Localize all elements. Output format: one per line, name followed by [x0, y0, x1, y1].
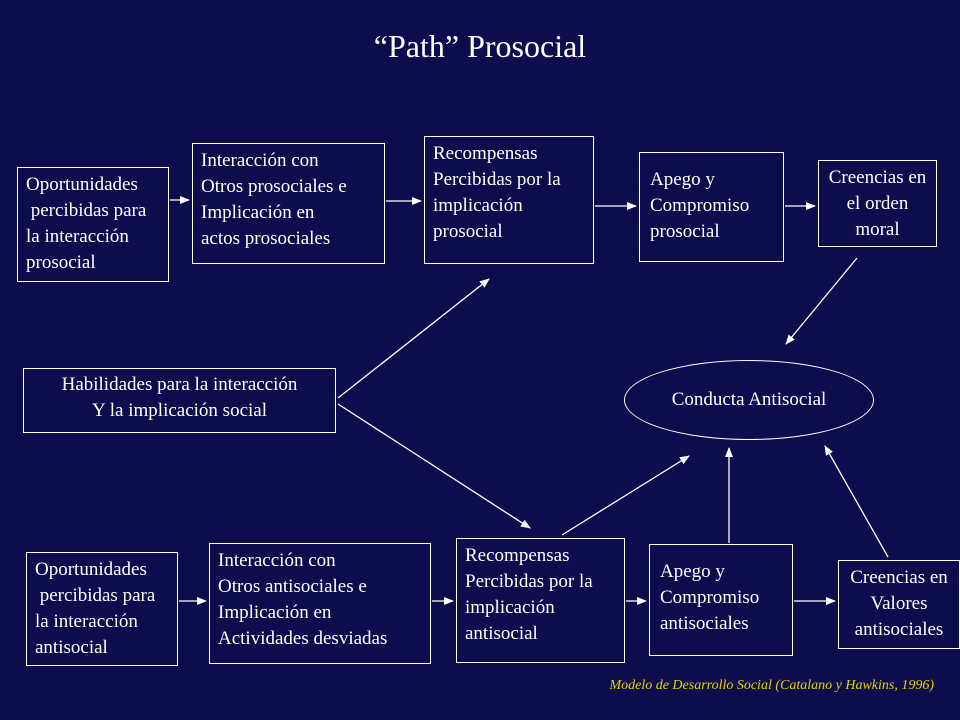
- arrow-skills-to-rewards-pro: [337, 278, 490, 399]
- arrow-beliefs-anti-to-behavior: [824, 445, 889, 558]
- prosocial-opportunities-box: Oportunidades percibidas para la interac…: [17, 167, 169, 282]
- antisocial-opportunities-box: Oportunidades percibidas para la interac…: [26, 552, 178, 666]
- antisocial-interaction-box: Interacción con Otros antisociales e Imp…: [209, 543, 431, 664]
- page-title: “Path” Prosocial: [373, 28, 587, 64]
- prosocial-rewards-box: Recompensas Percibidas por la implicació…: [424, 136, 594, 264]
- antisocial-bonding-box: Apego y Compromiso antisociales: [649, 544, 793, 656]
- arrow-beliefs-to-behavior: [785, 257, 858, 345]
- prosocial-bonding-box: Apego y Compromiso prosocial: [639, 152, 784, 262]
- arrow-skills-to-rewards-anti: [337, 403, 531, 529]
- prosocial-beliefs-box: Creencias en el orden moral: [818, 160, 937, 247]
- prosocial-interaction-box: Interacción con Otros prosociales e Impl…: [192, 143, 385, 264]
- citation-text: Modelo de Desarrollo Social (Catalano y …: [609, 678, 934, 693]
- arrow-rewards-anti-to-behavior: [561, 455, 690, 536]
- antisocial-rewards-box: Recompensas Percibidas por la implicació…: [456, 538, 625, 663]
- skills-box: Habilidades para la interacción Y la imp…: [23, 368, 336, 433]
- antisocial-behavior-ellipse: Conducta Antisocial: [624, 360, 874, 440]
